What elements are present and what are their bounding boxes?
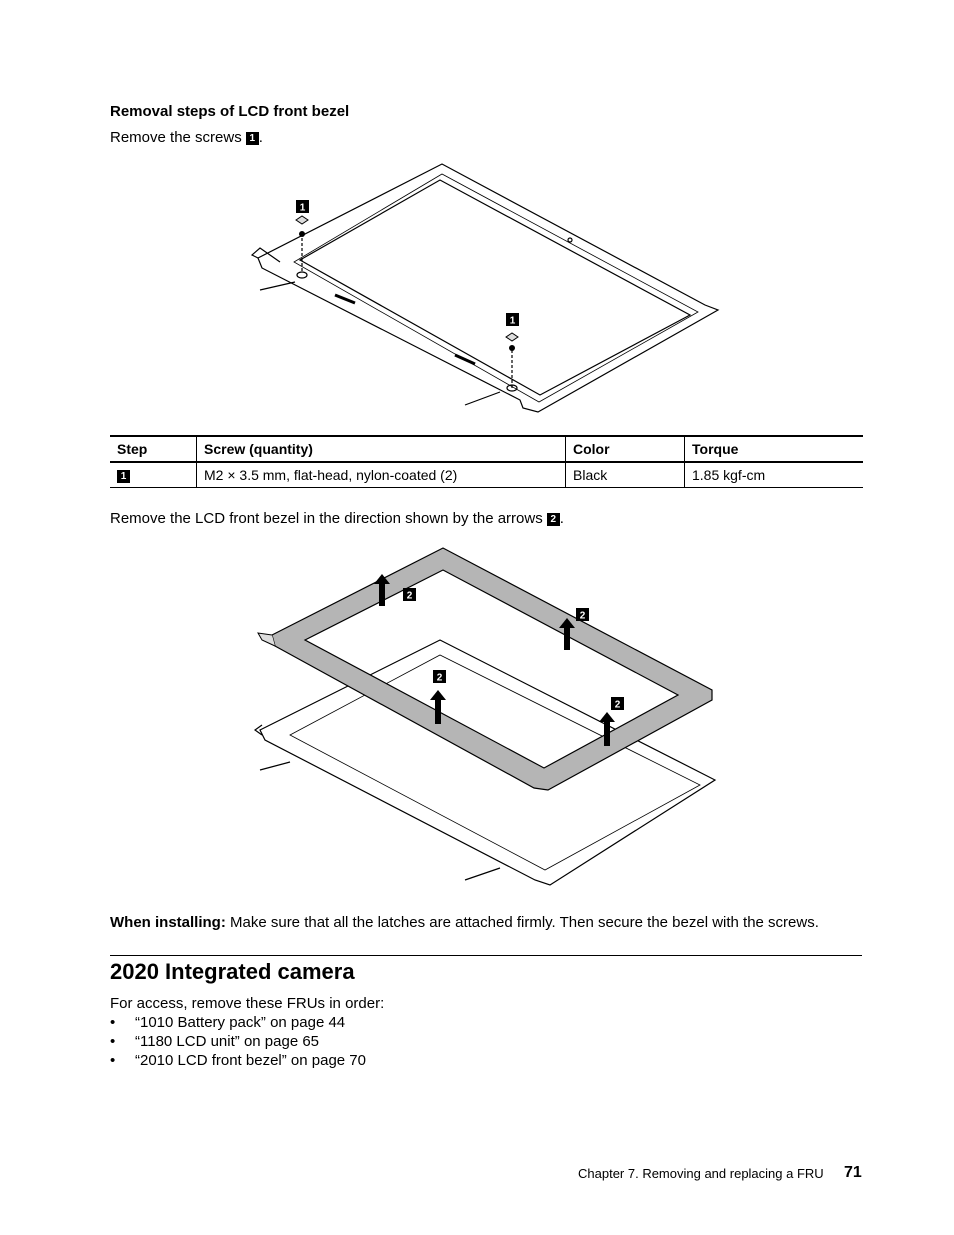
callout-2c-label: 2: [437, 673, 443, 684]
figure-screws-diagram: 1 1: [250, 163, 720, 413]
section-divider: [110, 955, 862, 956]
callout-1a: [296, 200, 309, 213]
step1-text: Remove the screws: [110, 129, 242, 146]
camera-section-title: 2020 Integrated camera: [110, 959, 355, 984]
step2-badge: 2: [546, 512, 560, 526]
step1-badge: 1: [245, 131, 259, 145]
callout-1b: [506, 313, 519, 326]
cell-screw: M2 × 3.5 mm, flat-head, nylon-coated (2): [196, 462, 566, 488]
cell-torque: 1.85 kgf-cm: [684, 462, 863, 488]
fru-list: “1010 Battery pack” on page 44 “1180 LCD…: [110, 1013, 366, 1070]
screw-table: Step Screw (quantity) Color Torque 1 M2 …: [110, 435, 863, 488]
callout-2c: [433, 670, 446, 683]
fru-link-lcd-bezel[interactable]: “2010 LCD front bezel” on page 70: [110, 1051, 366, 1070]
step2-instruction: Remove the LCD front bezel in the direct…: [110, 510, 564, 527]
footer-chapter: Chapter 7. Removing and replacing a FRU: [578, 1166, 824, 1181]
step-badge: 1: [117, 469, 130, 483]
callout-2a: [403, 588, 416, 601]
fru-link-lcd-unit[interactable]: “1180 LCD unit” on page 65: [110, 1032, 366, 1051]
cell-step: 1: [110, 462, 197, 488]
callout-1b-label: 1: [510, 316, 516, 327]
page-number: 71: [844, 1164, 862, 1181]
table-header-row: Step Screw (quantity) Color Torque: [110, 435, 863, 463]
installing-note: When installing: Make sure that all the …: [110, 914, 870, 931]
figure-bezel-diagram: 2 2 2 2: [253, 547, 717, 886]
callout-2b: [576, 608, 589, 621]
callout-2a-label: 2: [407, 591, 413, 602]
fru-link-battery[interactable]: “1010 Battery pack” on page 44: [110, 1013, 366, 1032]
step2-text: Remove the LCD front bezel in the direct…: [110, 510, 543, 527]
header-color: Color: [565, 435, 685, 463]
header-torque: Torque: [684, 435, 863, 463]
header-screw: Screw (quantity): [196, 435, 566, 463]
installing-text: Make sure that all the latches are attac…: [230, 914, 819, 931]
camera-intro: For access, remove these FRUs in order:: [110, 995, 385, 1012]
callout-2b-label: 2: [580, 611, 586, 622]
section-heading: Removal steps of LCD front bezel: [110, 103, 350, 120]
header-step: Step: [110, 435, 197, 463]
installing-label: When installing:: [110, 914, 226, 931]
callout-2d-label: 2: [615, 700, 621, 711]
cell-color: Black: [565, 462, 685, 488]
callout-2d: [611, 697, 624, 710]
table-row: 1 M2 × 3.5 mm, flat-head, nylon-coated (…: [110, 462, 863, 488]
callout-1a-label: 1: [300, 203, 306, 214]
